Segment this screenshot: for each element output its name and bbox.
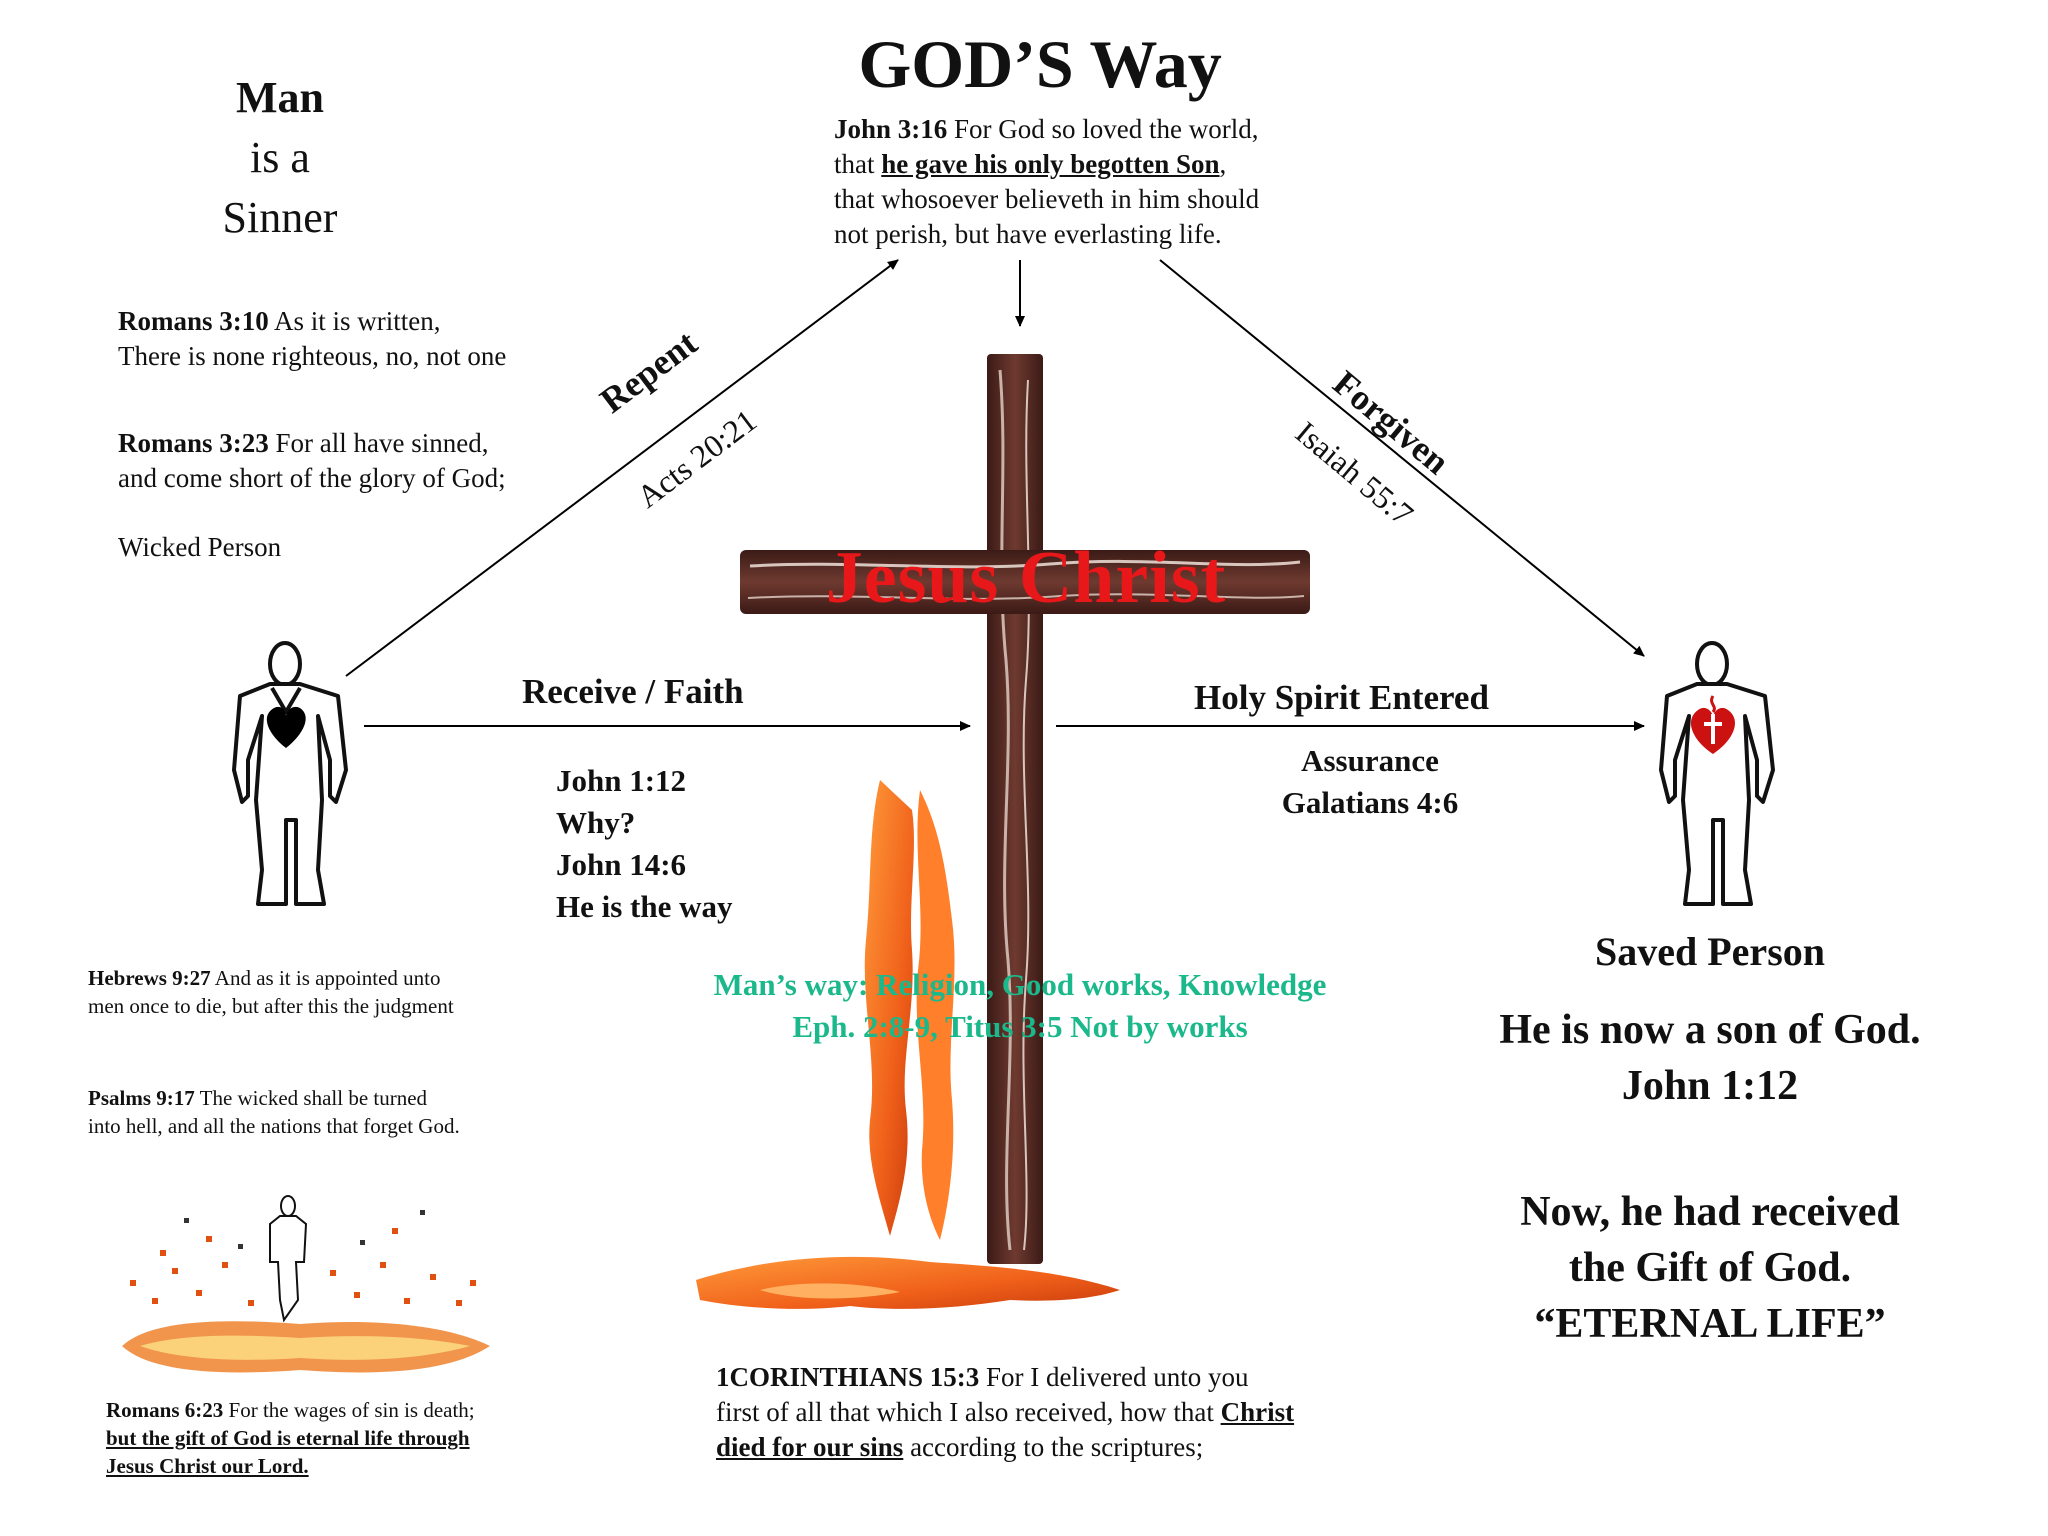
red-heart-cross-icon: [1690, 695, 1736, 754]
hell-fire-figure: [122, 1195, 490, 1373]
verse-text: There is none righteous, no, not one: [118, 341, 507, 371]
gift-line1: Now, he had received: [1520, 1189, 1900, 1235]
faith-ref-1: John 1:12: [556, 763, 687, 798]
verse-text: For I delivered unto you: [979, 1362, 1249, 1392]
son-of-god-line2: John 1:12: [1621, 1063, 1799, 1109]
man-heading-line2: is a: [250, 133, 310, 182]
wicked-person-label: Wicked Person: [118, 532, 282, 562]
page-title: GOD’S Way: [858, 26, 1222, 102]
mans-way-block: Man’s way: Religion, Good works, Knowled…: [640, 964, 1400, 1048]
assurance-block: Assurance Galatians 4:6: [1220, 740, 1520, 824]
faith-ref-3: John 14:6: [556, 847, 687, 882]
faith-refs: John 1:12 Why? John 14:6 He is the way: [556, 760, 816, 928]
son-of-god-line1: He is now a son of God.: [1499, 1007, 1921, 1053]
verse-text: men once to die, but after this the judg…: [88, 994, 454, 1018]
saved-block: Saved Person He is now a son of God. Joh…: [1440, 924, 1980, 1352]
verse-text: The wicked shall be turned: [194, 1086, 428, 1110]
psalms-9-17-verse: Psalms 9:17 The wicked shall be turned i…: [88, 1084, 548, 1140]
repent-arrow: [345, 259, 899, 677]
verse-underline: died for our sins: [716, 1432, 904, 1462]
saved-figure: [1659, 641, 1775, 906]
forgiven-arrow: [1159, 259, 1645, 657]
mans-way-line2: Eph. 2:8-9, Titus 3:5 Not by works: [792, 1009, 1248, 1044]
verse-text: And as it is appointed unto: [210, 966, 441, 990]
assurance-line2: Galatians 4:6: [1281, 785, 1459, 820]
black-heart-icon: [266, 706, 306, 748]
verse-text: according to the scriptures;: [903, 1432, 1204, 1462]
verse-underline: Jesus Christ our Lord.: [106, 1454, 309, 1478]
verse-text: ,: [1219, 149, 1227, 179]
gift-line2: the Gift of God.: [1568, 1245, 1852, 1291]
jesus-christ-label: Jesus Christ: [825, 537, 1227, 619]
verse-text: For all have sinned,: [268, 428, 489, 458]
verse-ref: John 3:16: [834, 114, 948, 144]
verse-ref: Hebrews 9:27: [88, 966, 211, 990]
john-3-16-verse: John 3:16 For God so loved the world, th…: [834, 112, 1354, 252]
saved-person-label: Saved Person: [1595, 929, 1825, 974]
verse-text: that: [834, 149, 882, 179]
romans-3-10-verse: Romans 3:10 As it is written, There is n…: [118, 304, 618, 374]
man-heading-line3: Sinner: [222, 193, 338, 242]
verse-text: For God so loved the world,: [947, 114, 1259, 144]
verse-ref: Romans 6:23: [106, 1398, 224, 1422]
verse-underline: Christ: [1220, 1397, 1295, 1427]
verse-underline: he gave his only begotten Son: [881, 149, 1220, 179]
corinthians-15-3-verse: 1CORINTHIANS 15:3 For I delivered unto y…: [716, 1360, 1356, 1465]
verse-text: not perish, but have everlasting life.: [834, 219, 1222, 249]
gift-line3: “ETERNAL LIFE”: [1534, 1301, 1886, 1347]
verse-ref: Romans 3:10: [118, 306, 269, 336]
romans-6-23-verse: Romans 6:23 For the wages of sin is deat…: [106, 1396, 566, 1480]
verse-text: For the wages of sin is death;: [223, 1398, 475, 1422]
romans-3-23-verse: Romans 3:23 For all have sinned, and com…: [118, 426, 618, 496]
fire: [696, 780, 1120, 1309]
verse-text: into hell, and all the nations that forg…: [88, 1114, 460, 1138]
verse-ref: Romans 3:23: [118, 428, 269, 458]
verse-ref: Psalms 9:17: [88, 1086, 195, 1110]
faith-ref-2: Why?: [556, 805, 636, 840]
mans-way-line1: Man’s way: Religion, Good works, Knowled…: [713, 967, 1327, 1002]
hebrews-9-27-verse: Hebrews 9:27 And as it is appointed unto…: [88, 964, 548, 1020]
sinner-figure: [232, 641, 348, 906]
verse-text: first of all that which I also received,…: [716, 1397, 1221, 1427]
verse-text: As it is written,: [268, 306, 441, 336]
verse-underline: but the gift of God is eternal life thro…: [106, 1426, 470, 1450]
holy-spirit-label: Holy Spirit Entered: [1194, 678, 1489, 717]
faith-ref-4: He is the way: [556, 889, 733, 924]
man-heading-line1: Man: [236, 73, 324, 122]
verse-ref: 1CORINTHIANS 15:3: [716, 1362, 980, 1392]
receive-faith-label: Receive / Faith: [522, 672, 744, 711]
cross: [740, 354, 1310, 1264]
verse-text: that whosoever believeth in him should: [834, 184, 1260, 214]
assurance-line1: Assurance: [1301, 743, 1439, 778]
verse-text: and come short of the glory of God;: [118, 463, 506, 493]
man-heading: Man is a Sinner: [160, 68, 400, 248]
